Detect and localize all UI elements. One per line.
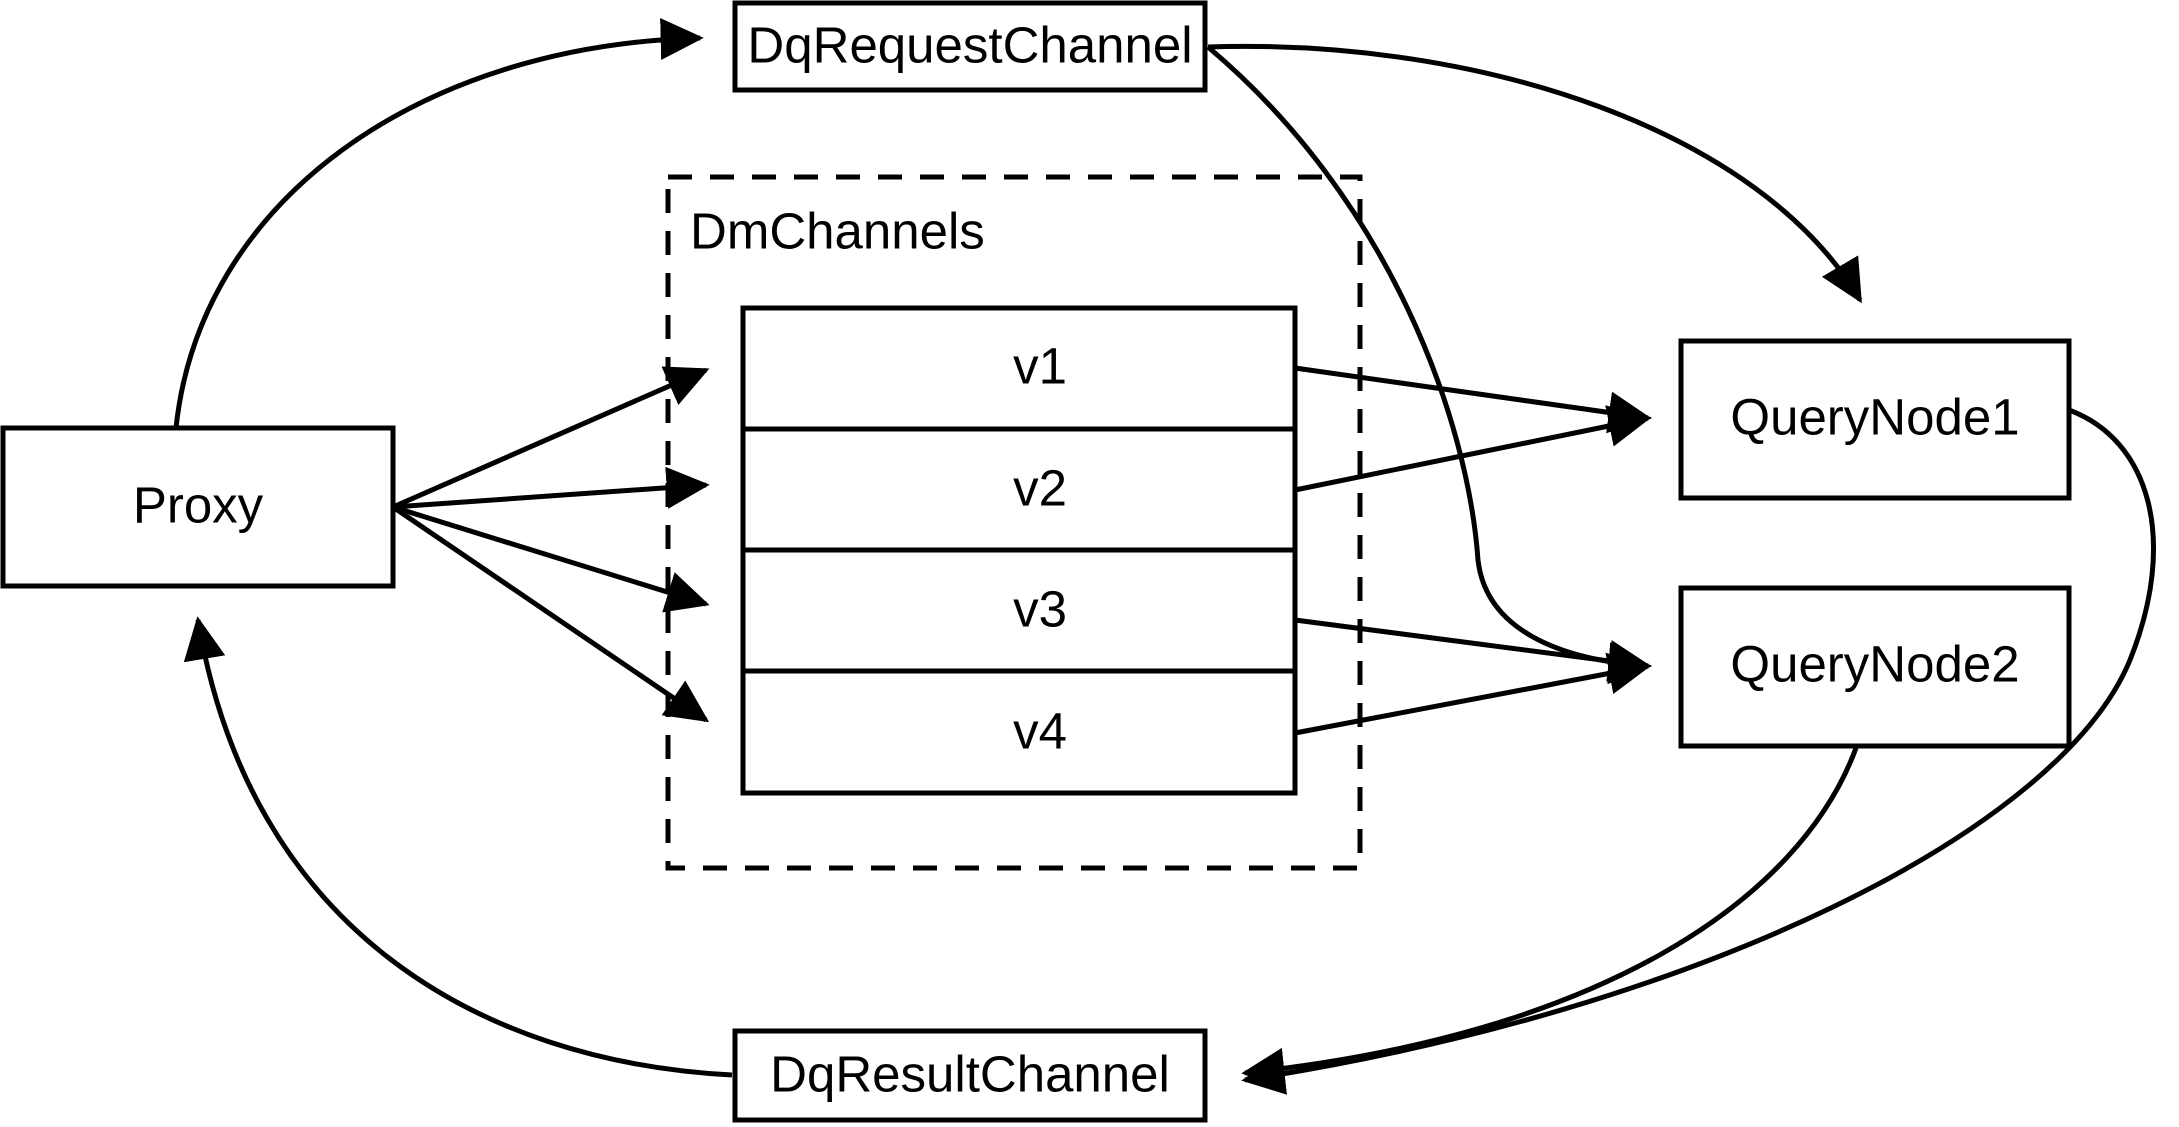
edge-proxy-to-v2: [392, 466, 710, 510]
edge-querynode1-to-dqresultchannel: [1241, 407, 2157, 1095]
node-querynode2[interactable]: [1678, 585, 2072, 749]
dmchannels-group-label: DmChannels: [690, 202, 985, 259]
node-proxy[interactable]: [0, 425, 396, 589]
edge-proxy-to-v1: [391, 366, 710, 510]
node-querynode1[interactable]: [1678, 338, 2072, 501]
edge-dqresultchannel-to-proxy: [183, 616, 733, 1078]
edge-v1-to-querynode1: [1294, 365, 1652, 434]
node-querynode1-label: QueryNode1: [1730, 388, 2019, 445]
edge-querynode2-to-dqresultchannel: [1241, 747, 1859, 1090]
edge-proxy-to-v3: [392, 504, 710, 613]
channel-row-v2[interactable]: v2: [1013, 459, 1067, 516]
edge-dqrequestchannel-to-querynode2: [1206, 45, 1652, 685]
node-dqresultchannel-label: DqResultChannel: [770, 1045, 1170, 1102]
node-dqrequestchannel[interactable]: [732, 0, 1208, 93]
edge-v4-to-querynode2: [1294, 652, 1652, 736]
edge-proxy-to-dqrequestchannel: [173, 18, 704, 429]
edge-v2-to-querynode1: [1294, 405, 1652, 493]
channel-row-v4[interactable]: v4: [1013, 702, 1067, 759]
dmchannels-group-box: [665, 174, 1363, 871]
edge-proxy-to-v4: [391, 504, 710, 723]
edge-v3-to-querynode2: [1294, 617, 1652, 682]
channel-row-v3[interactable]: v3: [1013, 580, 1067, 637]
node-dqresultchannel[interactable]: [732, 1028, 1208, 1123]
node-proxy-label: Proxy: [133, 476, 264, 533]
node-querynode2-label: QueryNode2: [1730, 635, 2019, 692]
edge-dqrequestchannel-to-querynode1: [1207, 43, 1863, 304]
channel-row-v1[interactable]: v1: [1013, 337, 1067, 394]
node-dqrequestchannel-label: DqRequestChannel: [747, 16, 1192, 73]
